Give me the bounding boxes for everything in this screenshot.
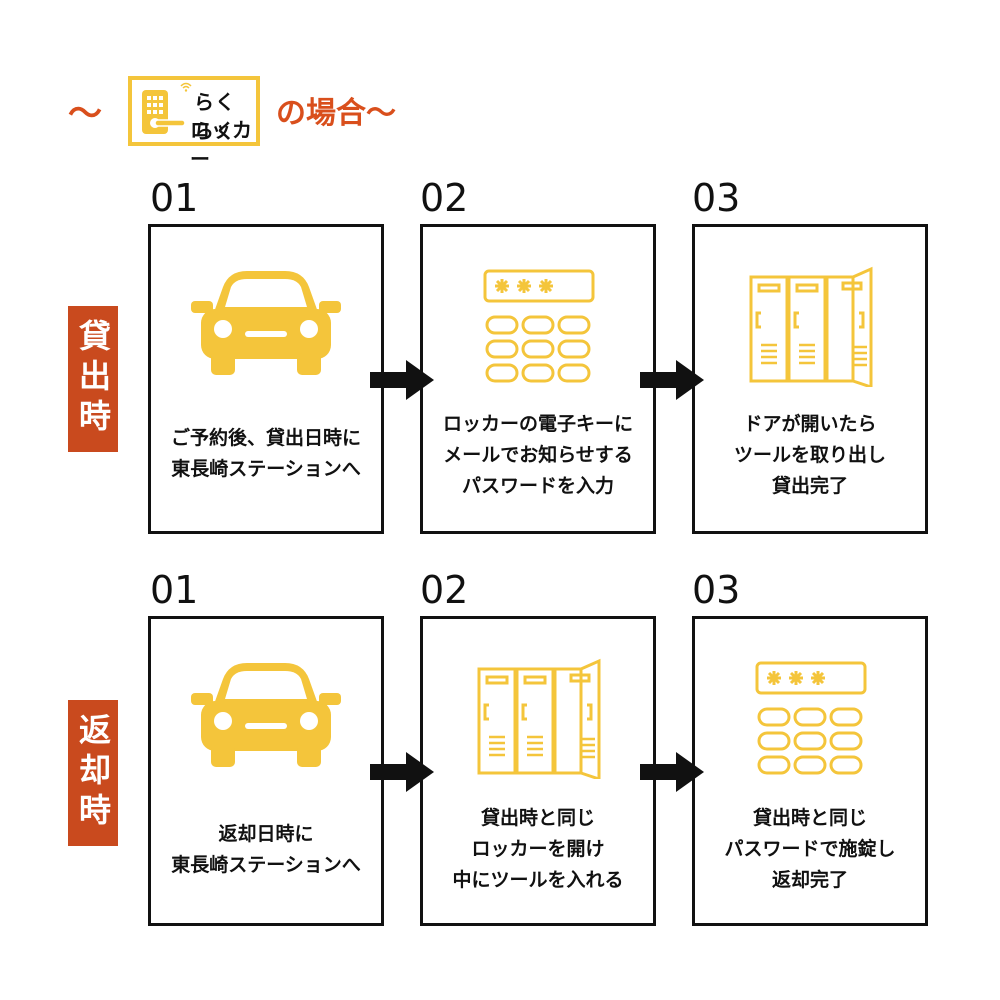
- keypad-icon: [755, 661, 867, 775]
- locker-icon: [749, 266, 873, 387]
- wifi-icon: [180, 82, 192, 95]
- step-description: 返却日時に 東長崎ステーションへ: [171, 823, 361, 876]
- arrow-right-icon: [370, 360, 434, 400]
- logo-text-line2: ロッカー: [190, 118, 253, 171]
- arrow-right-icon: [640, 752, 704, 792]
- step-description: ご予約後、貸出日時に 東長崎ステーションへ: [170, 427, 361, 480]
- smart-lock-icon: [142, 90, 186, 134]
- logo-text-line1: らくらく: [194, 90, 236, 143]
- arrow-right-icon: [640, 360, 704, 400]
- rakuraku-locker-logo: らくらく ロッカー: [128, 76, 260, 171]
- step-number: 01: [150, 568, 199, 612]
- car-icon: [191, 663, 341, 767]
- car-icon: [191, 271, 341, 375]
- step-number: 02: [420, 176, 469, 220]
- step-description: 貸出時と同じ パスワードで施錠し 返却完了: [724, 807, 896, 891]
- step-card: 貸出時と同じ ロッカーを開け 中にツールを入れる: [420, 616, 656, 926]
- header: 〜 らくらく ロッカー の場合〜: [0, 70, 1000, 171]
- keypad-icon: [483, 269, 595, 383]
- header-title: の場合〜: [276, 96, 396, 131]
- step-description: ドアが開いたら ツールを取り出し 貸出完了: [733, 413, 886, 497]
- section-label-return: 返却時: [68, 700, 118, 846]
- step-number: 03: [692, 568, 741, 612]
- section-label-rental: 貸出時: [68, 306, 118, 452]
- step-number: 01: [150, 176, 199, 220]
- step-card: 貸出時と同じ パスワードで施錠し 返却完了: [692, 616, 928, 926]
- locker-icon: [477, 658, 601, 779]
- step-card: 返却日時に 東長崎ステーションへ: [148, 616, 384, 926]
- step-number: 02: [420, 568, 469, 612]
- header-tilde: 〜: [68, 94, 102, 134]
- step-description: 貸出時と同じ ロッカーを開け 中にツールを入れる: [452, 807, 624, 891]
- step-card: ご予約後、貸出日時に 東長崎ステーションへ: [148, 224, 384, 534]
- step-card: ドアが開いたら ツールを取り出し 貸出完了: [692, 224, 928, 534]
- arrow-right-icon: [370, 752, 434, 792]
- step-number: 03: [692, 176, 741, 220]
- step-description: ロッカーの電子キーに メールでお知らせする パスワードを入力: [442, 413, 633, 497]
- step-card: ロッカーの電子キーに メールでお知らせする パスワードを入力: [420, 224, 656, 534]
